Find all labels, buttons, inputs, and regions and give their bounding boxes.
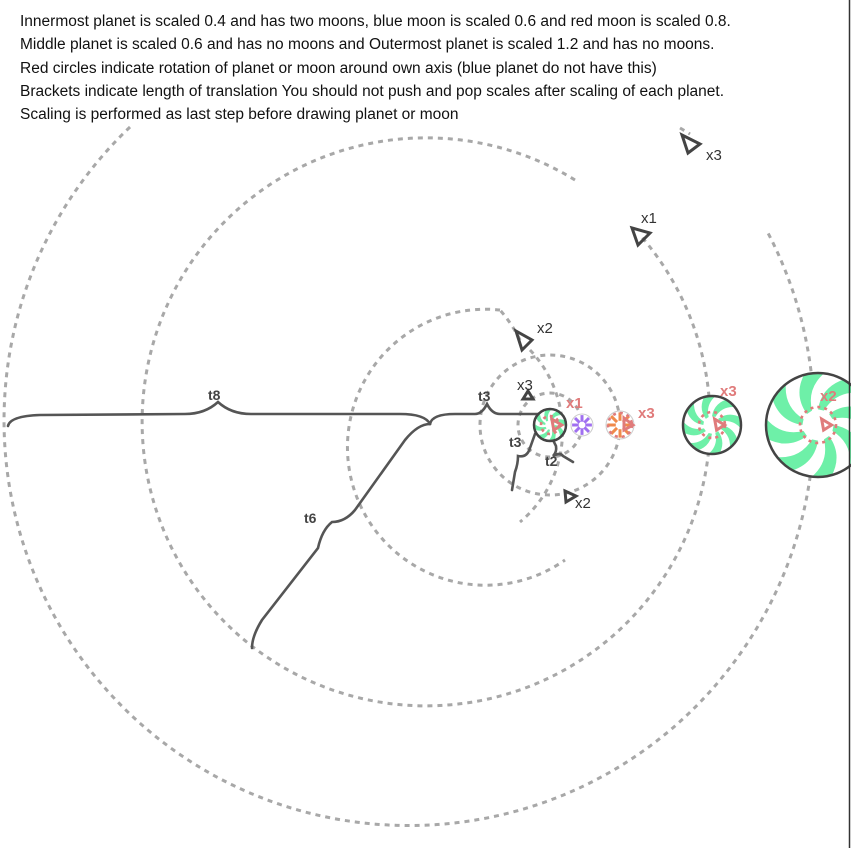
orbit-arrow-icon [520, 388, 536, 401]
spin-outer-planet: x2 [820, 388, 837, 405]
orbit-arrow-icon [563, 488, 580, 505]
label-t8: t8 [208, 387, 221, 403]
orbit-speed-outer: x3 [706, 147, 722, 164]
bracket-t6 [250, 422, 432, 650]
label-t3-a: t3 [478, 388, 491, 404]
instruction-line: Red circles indicate rotation of planet … [20, 59, 657, 77]
instruction-line: Brackets indicate length of translation … [20, 82, 725, 100]
outer-orbit-segment [679, 126, 691, 136]
bracket-t3-a [428, 401, 552, 428]
instructions: Innermost planet is scaled 0.4 and has t… [20, 10, 731, 126]
outer-orbit [2, 125, 816, 828]
red-moon [605, 410, 636, 440]
label-t2: t2 [545, 453, 558, 469]
middle-orbit [140, 136, 712, 708]
spin-arrow-icon [622, 414, 636, 433]
middle-planet [681, 394, 743, 456]
spin-circle [798, 405, 838, 445]
blue-moon [570, 413, 594, 437]
spin-arrow-icon [549, 416, 565, 433]
orbit-speed-red-moon: x2 [575, 495, 591, 512]
spin-arrow-icon [712, 416, 728, 433]
spin-middle-planet: x3 [720, 383, 737, 400]
instruction-line: Scaling is performed as last step before… [20, 106, 459, 124]
spin-red-moon: x3 [638, 405, 655, 422]
orbit-arrow-icon [629, 225, 653, 248]
orbit-arrow-icon [679, 132, 703, 156]
label-t3-b: t3 [509, 434, 522, 450]
bracket-t8 [6, 400, 432, 428]
orbit-speed-blue-moon: x3 [517, 377, 533, 394]
orbit-speed-middle: x1 [641, 210, 657, 227]
instruction-line: Middle planet is scaled 0.6 and has no m… [20, 36, 715, 54]
bracket-t2 [546, 428, 575, 464]
instruction-line: Innermost planet is scaled 0.4 and has t… [20, 13, 731, 30]
orbit-speed-mid-inner: x2 [537, 320, 553, 337]
orbit-arrow-icon [513, 327, 535, 353]
label-t6: t6 [304, 510, 317, 526]
outer-planet [764, 371, 851, 479]
spin-inner-planet: x1 [566, 395, 583, 412]
inner-planet [532, 407, 568, 443]
spin-arrow-icon [819, 416, 835, 433]
